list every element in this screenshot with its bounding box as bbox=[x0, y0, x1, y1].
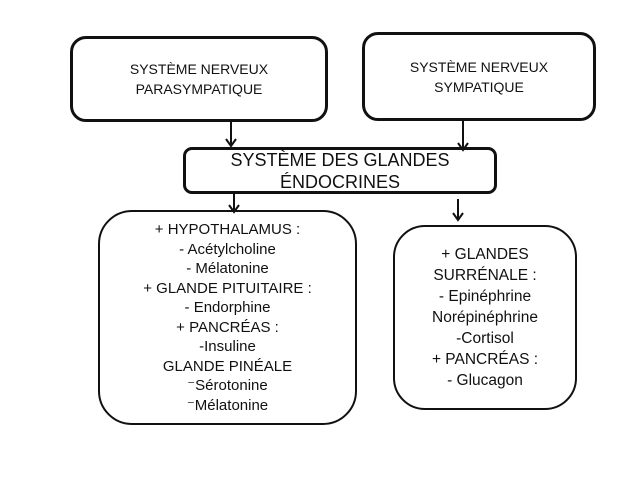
node-systeme-nerveux-parasympatique: SYSTÈME NERVEUX PARASYMPATIQUE bbox=[70, 36, 328, 122]
node-text-line: SYSTÈME DES GLANDES bbox=[230, 149, 450, 170]
node-text-line: + GLANDE PITUITAIRE : bbox=[143, 279, 312, 297]
node-text-line: SYSTÈME NERVEUX bbox=[129, 61, 269, 77]
node-text-line: ⁻Mélatonine bbox=[186, 396, 269, 414]
node-text-line: PARASYMPATIQUE bbox=[135, 81, 263, 97]
node-systeme-glandes-endocrines: SYSTÈME DES GLANDES ÉNDOCRINES bbox=[183, 147, 497, 194]
node-text-line: -Cortisol bbox=[456, 330, 514, 347]
node-text-line: + PANCRÉAS : bbox=[431, 351, 539, 368]
node-text-line: - Glucagon bbox=[447, 372, 523, 389]
node-text-line: - Epinéphrine bbox=[438, 288, 532, 305]
down-arrow-icon bbox=[228, 192, 240, 214]
node-text-line: SYMPATIQUE bbox=[434, 78, 524, 95]
node-hypothalamus-pituitaire-pancreas-pineale: + HYPOTHALAMUS : - Acétylcholine - Mélat… bbox=[98, 210, 357, 425]
node-text-line: - Endorphine bbox=[184, 299, 271, 316]
down-arrow-icon bbox=[225, 121, 237, 148]
node-text-line: ⁻Sérotonine bbox=[187, 377, 268, 394]
node-text-line: SURRÉNALE : bbox=[433, 267, 537, 284]
node-text-line: -Insuline bbox=[199, 338, 256, 355]
node-text-line: GLANDE PINÉALE bbox=[162, 357, 293, 375]
node-text-line: SYSTÈME NERVEUX bbox=[409, 58, 549, 75]
node-text-line: + HYPOTHALAMUS : bbox=[154, 221, 301, 238]
node-text-line: + GLANDES bbox=[441, 246, 529, 263]
node-glandes-surrenale-pancreas: + GLANDES SURRÉNALE : - Epinéphrine Noré… bbox=[393, 225, 577, 410]
down-arrow-icon bbox=[457, 120, 469, 152]
node-text-line: - Acétylcholine bbox=[179, 240, 276, 258]
down-arrow-icon bbox=[452, 199, 464, 222]
node-text-line: - Mélatonine bbox=[186, 260, 269, 277]
node-text-line: + PANCRÉAS : bbox=[176, 318, 279, 336]
node-systeme-nerveux-sympatique: SYSTÈME NERVEUX SYMPATIQUE bbox=[362, 32, 596, 121]
node-text-line: ÉNDOCRINES bbox=[279, 171, 400, 192]
node-text-line: Norépinéphrine bbox=[432, 309, 538, 326]
